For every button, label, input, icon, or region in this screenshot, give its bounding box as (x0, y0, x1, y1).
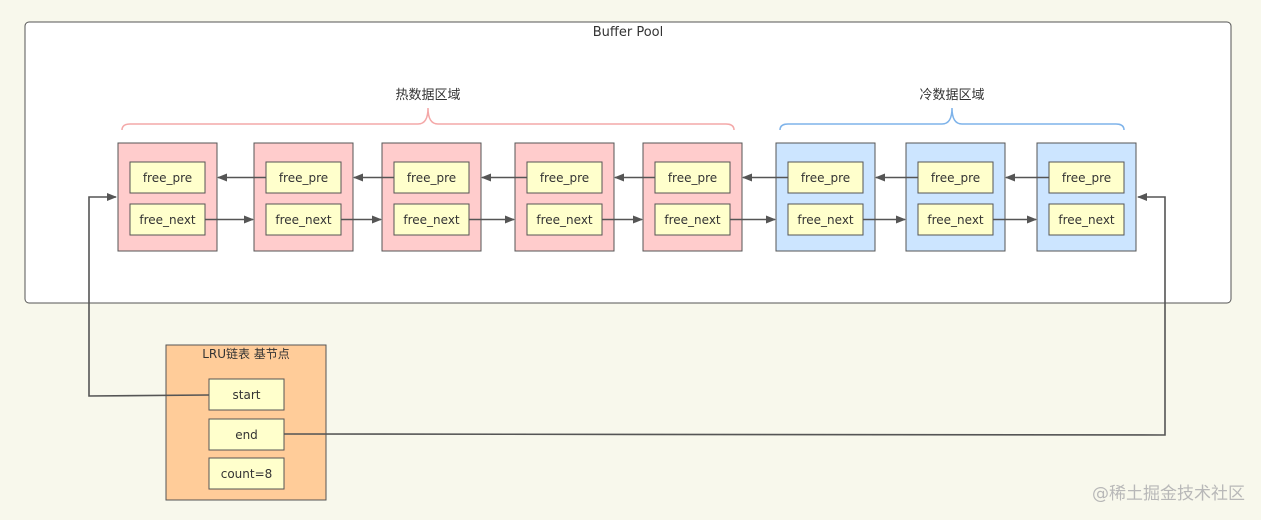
free-next-label: free_next (1058, 213, 1115, 227)
start-pointer-arrow (88, 193, 210, 397)
free-next-label: free_next (139, 213, 196, 227)
free-next-field (1048, 203, 1125, 236)
start-field (208, 378, 285, 411)
buffer-pool-title: Buffer Pool (593, 25, 663, 40)
buffer-node: free_pre free_next (514, 142, 615, 252)
lru-base-title: LRU链表 基节点 (202, 346, 290, 361)
free-pre-field (654, 161, 731, 194)
free-pre-label: free_pre (540, 171, 589, 185)
hot-region-label: 热数据区域 (395, 88, 460, 103)
end-field-label: end (235, 428, 258, 442)
hot-region-brace (121, 107, 735, 131)
free-next-label: free_next (536, 213, 593, 227)
watermark: @稀土掘金技术社区 (1092, 484, 1245, 504)
free-next-label: free_next (275, 213, 332, 227)
free-pre-field (787, 161, 864, 194)
buffer-node: free_pre free_next (253, 142, 354, 252)
buffer-node: free_pre free_next (905, 142, 1006, 252)
free-pre-label: free_pre (801, 171, 850, 185)
free-pre-field (526, 161, 603, 194)
free-next-label: free_next (403, 213, 460, 227)
free-pre-label: free_pre (143, 171, 192, 185)
free-pre-label: free_pre (1062, 171, 1111, 185)
start-field-label: start (233, 388, 261, 402)
free-next-field (526, 203, 603, 236)
free-pre-label: free_pre (931, 171, 980, 185)
buffer-node: free_pre free_next (642, 142, 743, 252)
buffer-node: free_pre free_next (381, 142, 482, 252)
free-next-field (393, 203, 470, 236)
free-next-label: free_next (664, 213, 721, 227)
nodes-layer: free_prefree_nextfree_prefree_nextfree_p… (117, 142, 1137, 252)
links-layer (205, 173, 1049, 224)
free-next-label: free_next (797, 213, 854, 227)
free-next-field (917, 203, 994, 236)
free-pre-label: free_pre (668, 171, 717, 185)
end-field (208, 418, 285, 451)
free-next-field (265, 203, 342, 236)
count-field (208, 457, 285, 490)
free-pre-label: free_pre (279, 171, 328, 185)
free-pre-field (129, 161, 206, 194)
buffer-node: free_pre free_next (775, 142, 876, 252)
free-next-field (129, 203, 206, 236)
cold-region-brace (779, 107, 1125, 131)
count-field-label: count=8 (221, 467, 273, 481)
cold-region-label: 冷数据区域 (919, 88, 984, 103)
buffer-node: free_pre free_next (117, 142, 218, 252)
buffer-node: free_pre free_next (1036, 142, 1137, 252)
free-pre-field (917, 161, 994, 194)
free-pre-label: free_pre (407, 171, 456, 185)
end-pointer-arrow (283, 193, 1166, 436)
free-next-label: free_next (927, 213, 984, 227)
